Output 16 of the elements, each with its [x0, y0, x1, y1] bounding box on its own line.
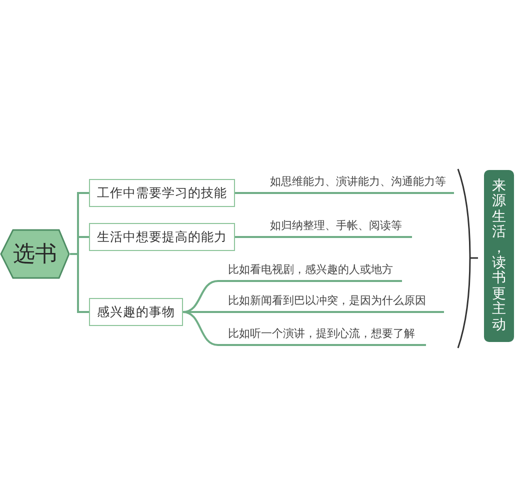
connector-line — [70, 253, 89, 313]
connector-line — [235, 236, 262, 238]
branch-topic: 工作中需要学习的技能 — [89, 179, 235, 207]
subtopic-label: 比如新闻看到巴以冲突，是因为什么原因 — [218, 292, 444, 313]
summary-panel: 来源生活，读书更主动 — [484, 170, 514, 342]
branch-topic: 感兴趣的事物 — [89, 298, 183, 326]
connector-line — [182, 311, 218, 346]
subtopic-label: 如归纳整理、手帐、阅读等 — [262, 217, 412, 238]
branch-topic: 生活中想要提高的能力 — [89, 223, 235, 251]
root-topic-text: 选书 — [13, 241, 57, 269]
subtopic-label: 比如看电视剧，感兴趣的人或地方 — [218, 261, 402, 282]
connector-line — [183, 311, 218, 313]
connector-line — [235, 192, 262, 194]
subtopic-label: 如思维能力、演讲能力、沟通能力等 — [262, 173, 454, 194]
connector-line — [182, 280, 218, 313]
subtopic-label: 比如听一个演讲，提到心流，想要了解 — [218, 325, 426, 346]
